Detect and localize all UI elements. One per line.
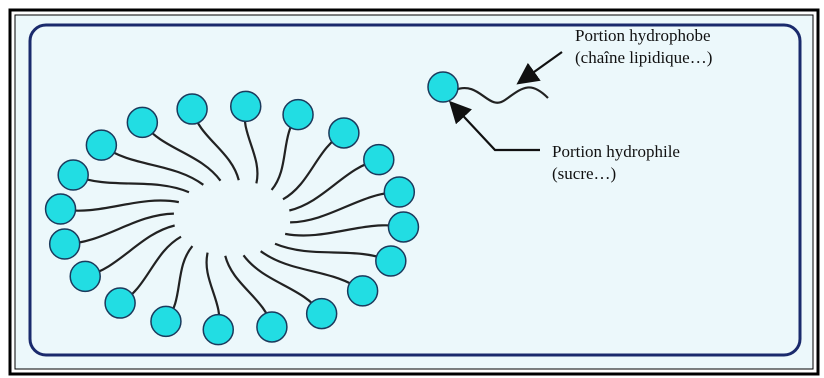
micelle-head xyxy=(283,100,313,130)
micelle-head xyxy=(177,94,207,124)
hydrophobic-label-line1: Portion hydrophobe xyxy=(575,26,711,46)
inner-frame xyxy=(30,25,800,355)
micelle-head xyxy=(203,315,233,345)
micelle-head xyxy=(151,306,181,336)
micelle-head xyxy=(231,91,261,121)
micelle-head xyxy=(105,288,135,318)
micelle-head xyxy=(50,229,80,259)
hydrophobic-label-line2: (chaîne lipidique…) xyxy=(575,48,712,68)
micelle-head xyxy=(384,177,414,207)
micelle-head xyxy=(127,107,157,137)
hydrophilic-label-line2: (sucre…) xyxy=(552,164,616,184)
micelle-head xyxy=(257,312,287,342)
hydrophilic-label-line1: Portion hydrophile xyxy=(552,142,680,162)
micelle-head xyxy=(307,299,337,329)
micelle-head xyxy=(86,130,116,160)
free-molecule-head xyxy=(428,72,458,102)
micelle-head xyxy=(70,261,100,291)
micelle-head xyxy=(46,194,76,224)
micelle-head xyxy=(58,160,88,190)
micelle-head xyxy=(348,276,378,306)
micelle-head xyxy=(376,246,406,276)
micelle-head xyxy=(364,145,394,175)
micelle-head xyxy=(329,118,359,148)
micelle-head xyxy=(388,212,418,242)
